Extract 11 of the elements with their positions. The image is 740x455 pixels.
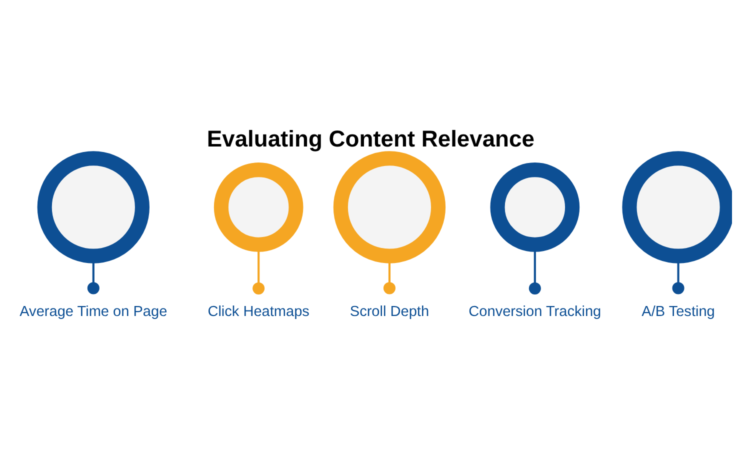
node-circle xyxy=(214,162,304,252)
node-circle xyxy=(37,150,150,263)
node-text: Conversion Tracking xyxy=(468,303,602,320)
node-text: Scroll Depth xyxy=(350,303,430,320)
node-text: Average Time on Page xyxy=(20,303,168,320)
node-text: Click Heatmaps xyxy=(208,303,310,320)
node-text: A/B Testing xyxy=(642,303,715,320)
diagram-title: Evaluating Content Relevance xyxy=(206,125,534,152)
node-circle xyxy=(622,150,732,263)
node-circle xyxy=(490,162,580,252)
node-circle xyxy=(333,150,446,263)
